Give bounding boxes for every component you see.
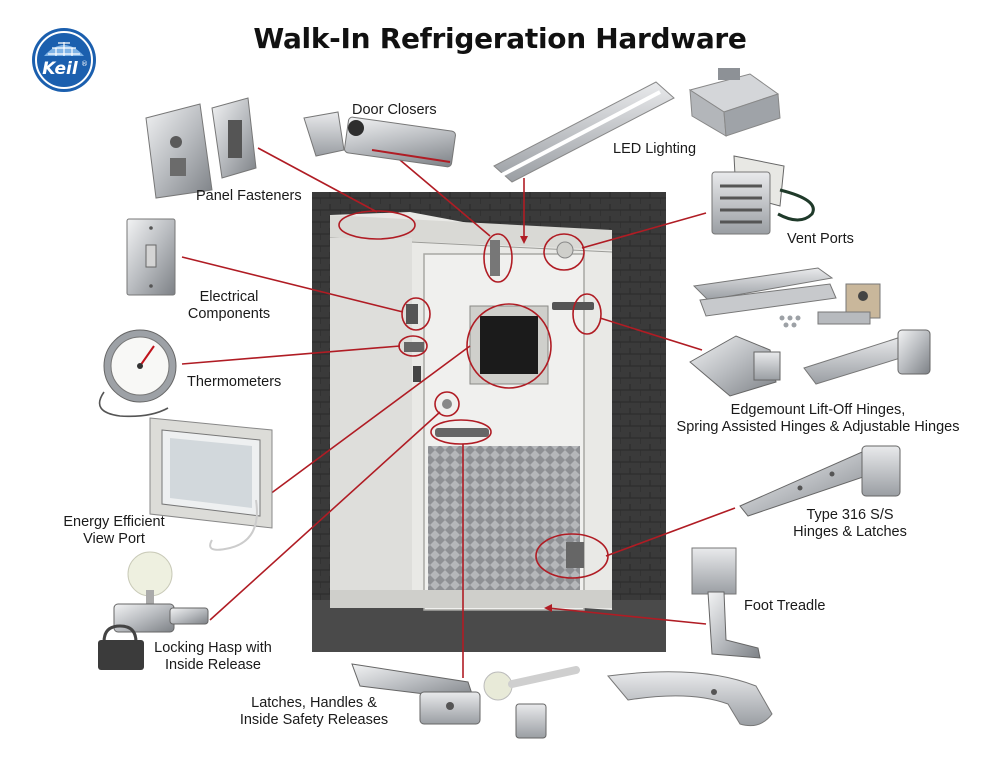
door-handle-image	[607, 671, 773, 727]
thermometer-image	[98, 329, 177, 418]
logo-registered: ®	[81, 60, 88, 68]
label-door-closers: Door Closers	[352, 102, 437, 118]
diamond-plate	[428, 446, 580, 606]
label-hasp-line1: Locking Hasp with	[154, 640, 272, 656]
callout-latch	[430, 419, 492, 445]
label-led-lighting: LED Lighting	[613, 141, 697, 157]
label-electrical-components: Electrical Components	[186, 289, 272, 323]
callout-panel-fastener	[338, 210, 416, 240]
callout-view-port	[466, 303, 552, 389]
logo-text: Keil	[42, 59, 79, 79]
label-hinges: Edgemount Lift-Off Hinges, Spring Assist…	[670, 402, 966, 436]
hinges-image	[689, 267, 931, 397]
panel-fastener-image	[145, 97, 257, 199]
label-electrical-line1: Electrical	[199, 289, 259, 305]
label-latches: Latches, Handles & Inside Safety Release…	[238, 695, 390, 729]
callout-lines	[181, 147, 736, 678]
label-hinges-line2: Spring Assisted Hinges & Adjustable Hing…	[676, 419, 960, 435]
inside-release-image	[483, 666, 580, 739]
latch-handle-image	[351, 663, 481, 725]
label-view-port: Energy Efficient View Port	[50, 514, 178, 548]
foot-treadle-image	[691, 547, 761, 659]
type316-hinge-image	[739, 445, 901, 517]
label-thermometers: Thermometers	[187, 374, 282, 390]
callout-hasp	[434, 391, 460, 417]
label-type316-line1: Type 316 S/S	[806, 507, 894, 523]
page-title: Walk-In Refrigeration Hardware	[253, 22, 747, 55]
callout-vent-port	[543, 233, 585, 271]
label-hasp-line2: Inside Release	[165, 657, 261, 673]
switch-plate-image	[126, 218, 176, 296]
label-latches-line2: Inside Safety Releases	[239, 712, 389, 728]
label-type316-line2: Hinges & Latches	[793, 524, 907, 540]
label-vent-ports: Vent Ports	[787, 231, 854, 247]
label-hinges-line1: Edgemount Lift-Off Hinges,	[730, 402, 906, 418]
label-view-port-line2: View Port	[83, 531, 145, 547]
label-locking-hasp: Locking Hasp with Inside Release	[148, 640, 278, 674]
label-latches-line1: Latches, Handles &	[251, 695, 377, 711]
label-electrical-line2: Components	[187, 306, 271, 322]
led-light-image	[493, 68, 781, 183]
callout-electrical	[401, 297, 431, 331]
label-view-port-line1: Energy Efficient	[63, 514, 165, 530]
keil-logo: Keil ®	[30, 26, 98, 94]
walk-in-cooler-photo	[312, 192, 666, 652]
label-type316: Type 316 S/S Hinges & Latches	[781, 507, 919, 541]
callout-hinge	[572, 293, 602, 335]
label-foot-treadle: Foot Treadle	[744, 598, 826, 614]
callout-door-closer	[483, 233, 513, 283]
vent-port-image	[711, 155, 815, 235]
label-panel-fasteners: Panel Fasteners	[196, 188, 302, 204]
door-closer-image	[303, 111, 456, 168]
view-port-image	[149, 417, 273, 551]
locking-hasp-image	[98, 551, 209, 670]
